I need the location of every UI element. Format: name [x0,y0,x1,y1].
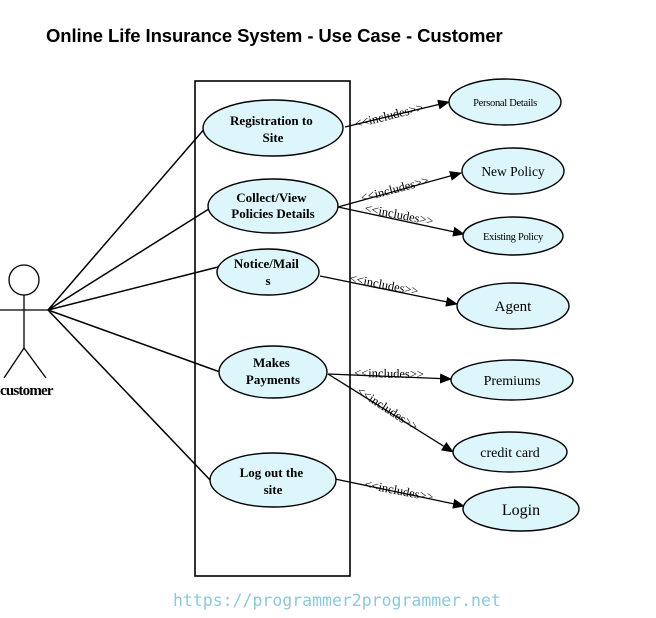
use-case-label-line: Registration to [230,113,313,128]
included-label: Existing Policy [483,232,544,243]
actor-figure [0,264,48,379]
include-label: <<includes>> [359,173,430,205]
use-case-label-line: Payments [246,372,300,387]
included-new-policy: New Policy [461,147,565,195]
association-notice-mail [47,266,219,311]
use-case-makes-payments: Makes Payments [218,345,328,399]
use-case-registration: Registration to Site [202,99,344,157]
svg-text:Collect/View Policies De: Collect/View Policies Details [231,190,314,221]
use-case-notice-mail: Notice/Mail s [216,248,320,296]
included-existing-policy: Existing Policy [462,216,564,256]
included-label: credit card [480,446,539,461]
included-login: Login [462,486,580,532]
include-labels: <<includes>> <<includes>> <<includes>> <… [348,100,434,504]
use-case-label-line: Makes [253,355,290,370]
include-line-login [334,478,465,509]
include-label: <<includes>> [353,100,424,130]
actor-right-leg [23,347,47,379]
include-line-agent [319,275,458,307]
included-ellipse [448,78,562,126]
include-label: <<includes>> [354,366,424,381]
included-ellipse [461,147,565,195]
actor-name: customer [0,383,54,399]
use-case-label-line: Collect/View [236,190,307,205]
association-registration [47,126,207,311]
use-case-logout: Log out the site [209,452,337,508]
svg-text:Log out the site: Log out the site [240,465,307,497]
include-line-new-policy [337,171,462,208]
included-ellipse [452,431,568,473]
included-label: Agent [495,299,532,315]
use-case-ellipse [207,178,339,234]
use-case-label-line: s [265,273,270,288]
included-personal-details: Personal Details [448,78,562,126]
included-label: Personal Details [473,98,537,109]
include-line-credit-card [327,373,454,453]
use-case-ellipse [202,99,344,157]
svg-text:Registration to Site: Registration to Site [230,113,316,145]
included-credit-card: credit card [452,431,568,473]
use-case-label-line: Notice/Mail [234,256,299,271]
included-label: Premiums [484,374,541,389]
included-label: Login [502,502,540,519]
use-case-label-line: Log out the [240,465,304,480]
use-case-collect-view: Collect/View Policies Details [207,178,339,234]
include-line-premiums [327,373,452,384]
include-line-personal-details [344,99,450,128]
use-case-ellipse [218,345,328,399]
included-label: New Policy [481,164,545,179]
include-label: <<includes>> [363,477,434,504]
include-label: <<includes>> [363,201,434,228]
included-premiums: Premiums [450,359,574,401]
included-agent: Agent [456,282,570,330]
use-case-label-line: site [264,482,283,497]
svg-text:Makes Payments: Makes Payments [246,355,300,387]
include-label: <<includes>> [354,384,420,434]
association-makes-payments [47,309,221,373]
associations [47,126,221,483]
included-ellipse [450,359,574,401]
include-line-existing-policy [337,206,465,237]
included-ellipse [462,216,564,256]
watermark-url: https://programmer2programmer.net [173,591,501,610]
use-case-label-line: Policies Details [231,206,314,221]
svg-text:Notice/Mail s: Notice/Mail s [234,256,302,288]
included-ellipse [456,282,570,330]
actor-head [8,264,40,296]
system-boundary [194,80,351,577]
use-case-ellipse [209,452,337,508]
association-logout [47,309,213,483]
include-label: <<includes>> [348,271,419,298]
use-case-ellipse [216,248,320,296]
actor-left-leg [3,347,25,379]
include-relations [319,99,465,509]
association-collect-view [47,206,213,311]
use-case-label-line: Site [263,130,284,145]
included-ellipse [462,486,580,532]
diagram-title: Online Life Insurance System - Use Case … [46,25,503,46]
